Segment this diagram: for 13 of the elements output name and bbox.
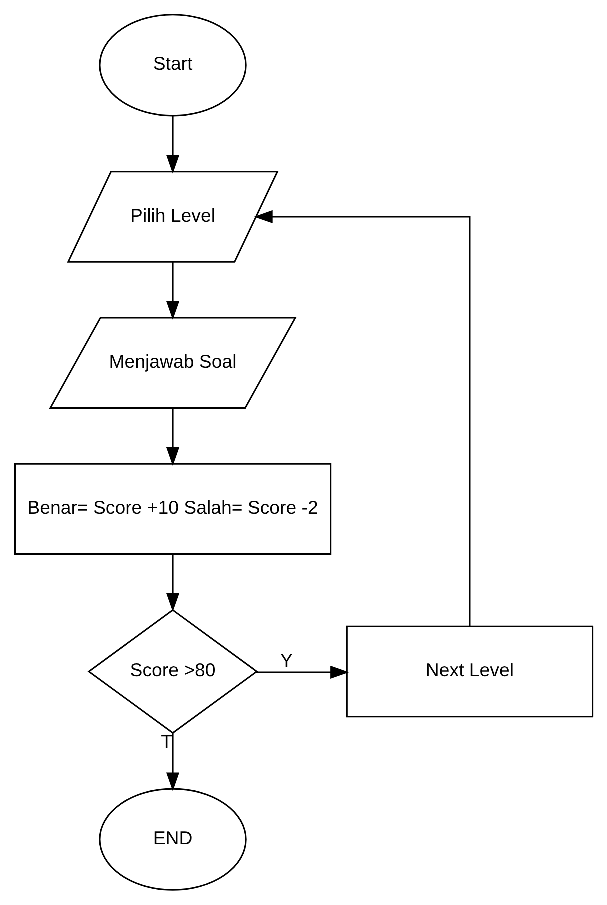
arrow: [166, 733, 180, 792]
arrow: [256, 666, 349, 680]
node-ellipse: END: [98, 788, 246, 891]
node-ellipse: Start: [98, 14, 246, 117]
arrow: [254, 210, 470, 626]
arrow: [166, 116, 180, 174]
arrow: [166, 262, 180, 320]
node-box: Next Level: [346, 626, 594, 718]
arrow: [166, 408, 180, 466]
arrow: [166, 554, 180, 612]
node-diamond: Score >80: [87, 609, 258, 734]
node-box: Benar= Score +10 Salah= Score -2: [14, 463, 332, 556]
edge-label: Y: [280, 650, 292, 672]
